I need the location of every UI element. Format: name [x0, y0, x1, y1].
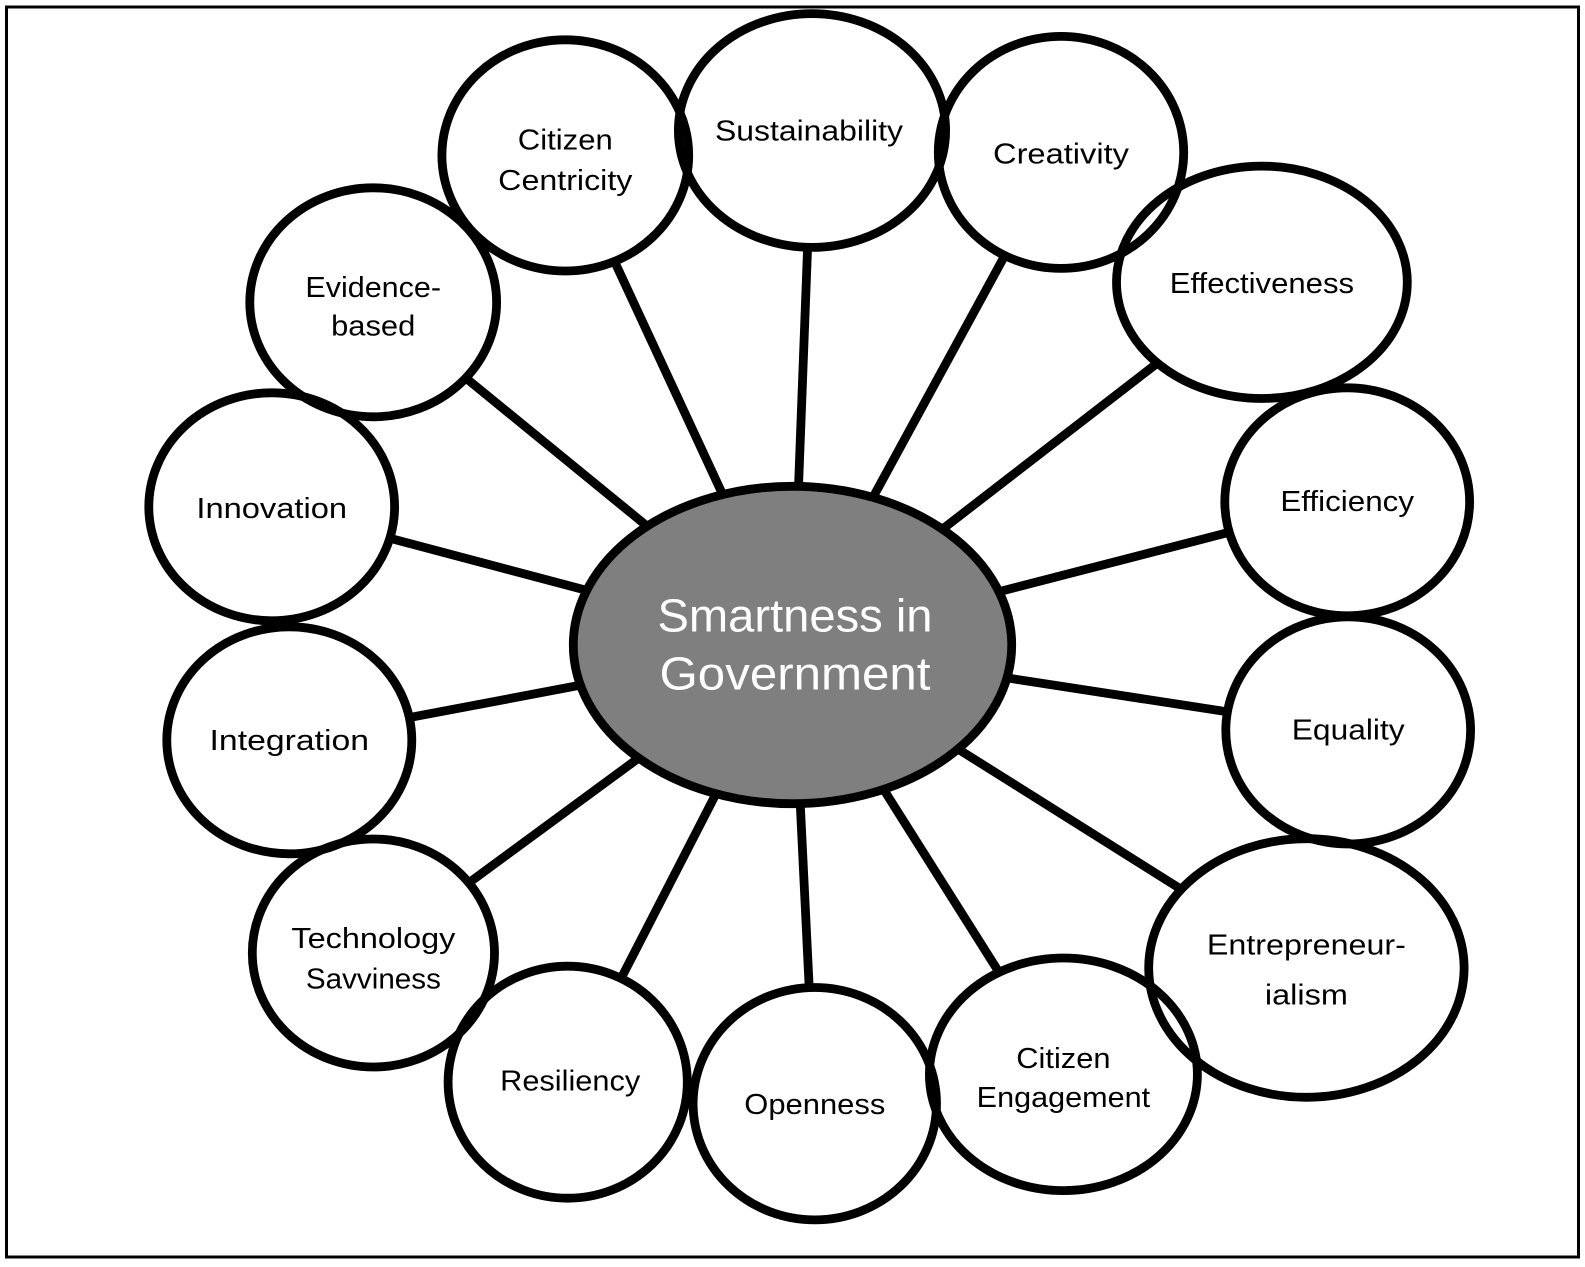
svg-text:Entrepreneur-: Entrepreneur- [1207, 930, 1406, 962]
svg-text:Citizen: Citizen [1016, 1043, 1110, 1075]
svg-text:Sustainability: Sustainability [715, 116, 904, 148]
svg-text:Savviness: Savviness [306, 964, 441, 996]
svg-text:Innovation: Innovation [196, 493, 347, 525]
svg-text:Centricity: Centricity [498, 165, 633, 197]
svg-text:Effectiveness: Effectiveness [1170, 268, 1354, 300]
svg-text:Government: Government [660, 648, 931, 700]
svg-text:Efficiency: Efficiency [1280, 486, 1414, 518]
svg-text:Engagement: Engagement [977, 1082, 1150, 1114]
svg-text:Resiliency: Resiliency [500, 1066, 641, 1098]
svg-text:Technology: Technology [291, 923, 456, 955]
svg-text:ialism: ialism [1265, 980, 1348, 1012]
svg-text:Citizen: Citizen [518, 124, 613, 156]
svg-text:Openness: Openness [744, 1089, 885, 1121]
svg-text:Integration: Integration [210, 725, 370, 757]
svg-text:Evidence-: Evidence- [305, 272, 441, 304]
svg-text:based: based [331, 310, 415, 342]
svg-text:Smartness in: Smartness in [658, 590, 933, 642]
svg-text:Creativity: Creativity [993, 138, 1130, 170]
svg-text:Equality: Equality [1292, 714, 1405, 746]
